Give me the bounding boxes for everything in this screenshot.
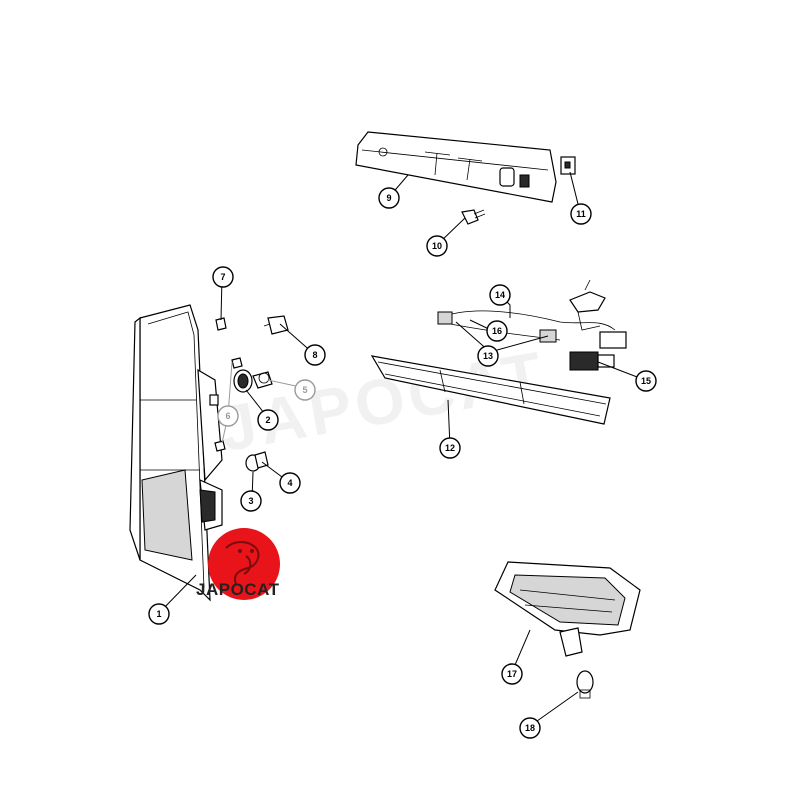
svg-text:4: 4 bbox=[287, 478, 292, 488]
backup-lamp-part bbox=[494, 561, 641, 657]
svg-text:17: 17 bbox=[507, 669, 517, 679]
svg-text:9: 9 bbox=[386, 193, 391, 203]
bulb-part-18 bbox=[576, 670, 594, 699]
svg-text:6: 6 bbox=[225, 411, 230, 421]
svg-text:7: 7 bbox=[220, 272, 225, 282]
callout-13: 13 bbox=[477, 345, 499, 367]
callout-6: 6 bbox=[217, 405, 239, 427]
applique-bar-part bbox=[370, 355, 611, 425]
callout-14: 14 bbox=[489, 284, 511, 306]
svg-text:18: 18 bbox=[525, 723, 535, 733]
logo-text: JAPOCAT bbox=[196, 580, 280, 599]
svg-text:2: 2 bbox=[265, 415, 270, 425]
clip-part bbox=[560, 156, 576, 175]
callout-5: 5 bbox=[294, 379, 316, 401]
callout-10: 10 bbox=[426, 235, 448, 257]
svg-text:1: 1 bbox=[156, 609, 161, 619]
callout-8: 8 bbox=[304, 344, 326, 366]
svg-text:12: 12 bbox=[445, 443, 455, 453]
callout-16: 16 bbox=[486, 320, 508, 342]
svg-text:14: 14 bbox=[495, 290, 505, 300]
screw-part-6 bbox=[214, 357, 243, 452]
high-mount-stop-lamp-part bbox=[355, 131, 557, 203]
push-pin-part-8 bbox=[263, 315, 289, 335]
callout-12: 12 bbox=[439, 437, 461, 459]
screw-part-10 bbox=[461, 209, 486, 225]
callout-7: 7 bbox=[212, 266, 234, 288]
callout-3: 3 bbox=[240, 490, 262, 512]
callout-2: 2 bbox=[257, 409, 279, 431]
svg-text:13: 13 bbox=[483, 351, 493, 361]
svg-text:5: 5 bbox=[302, 385, 307, 395]
callout-1: 1 bbox=[148, 603, 170, 625]
bulb-part-5 bbox=[252, 371, 273, 389]
svg-text:11: 11 bbox=[576, 209, 586, 219]
callout-4: 4 bbox=[279, 472, 301, 494]
tail-lamp-part bbox=[129, 304, 223, 602]
callout-17: 17 bbox=[501, 663, 523, 685]
callout-15: 15 bbox=[635, 370, 657, 392]
callout-9: 9 bbox=[378, 187, 400, 209]
callout-18: 18 bbox=[519, 717, 541, 739]
svg-text:16: 16 bbox=[492, 326, 502, 336]
japocat-logo bbox=[208, 528, 280, 600]
svg-text:8: 8 bbox=[312, 350, 317, 360]
svg-text:3: 3 bbox=[248, 496, 253, 506]
callout-11: 11 bbox=[570, 203, 592, 225]
svg-text:10: 10 bbox=[432, 241, 442, 251]
connector-part-15 bbox=[569, 351, 615, 371]
svg-text:15: 15 bbox=[641, 376, 651, 386]
bulb-socket-part-2 bbox=[233, 369, 253, 393]
